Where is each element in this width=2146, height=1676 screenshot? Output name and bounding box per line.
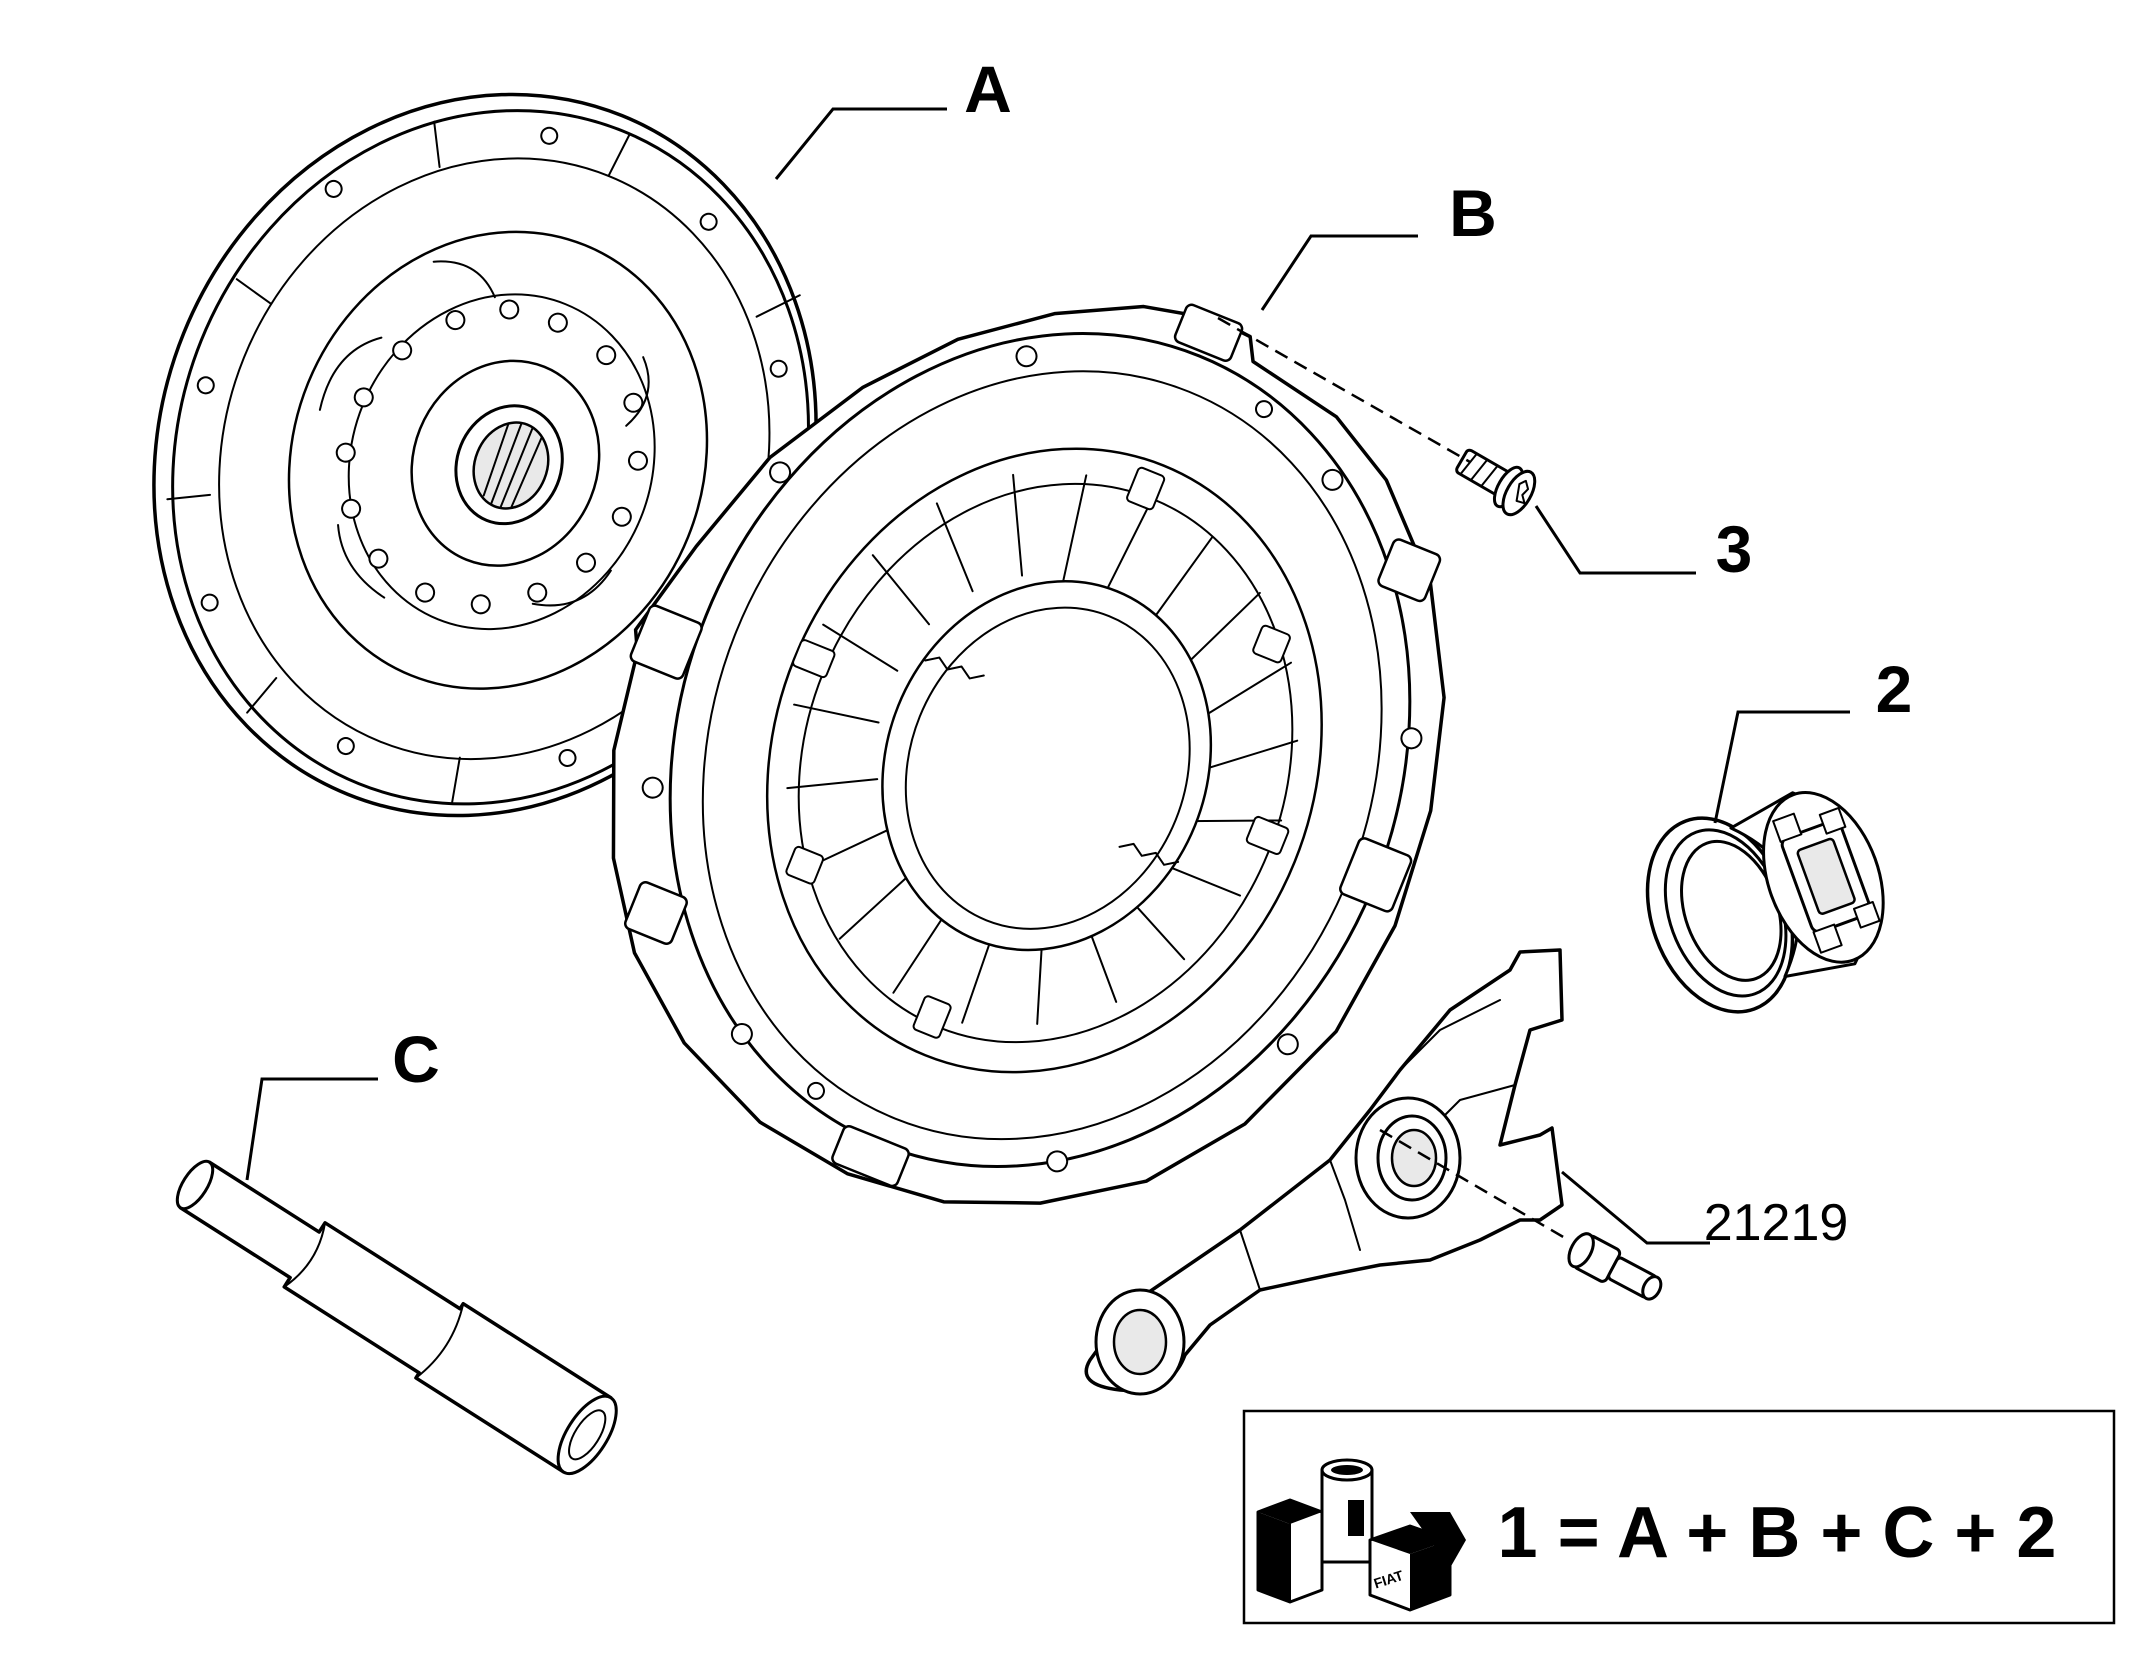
kit-box-icon: FIAT	[1256, 1458, 1466, 1612]
callout-a: A	[964, 52, 1012, 126]
release-bearing	[1645, 791, 1885, 1014]
fork-axis-line	[1379, 1128, 1566, 1240]
callout-b: B	[1449, 176, 1497, 250]
kit-formula-text: 1 = A + B + C + 2	[1498, 1493, 2057, 1573]
screw-axis-line	[1217, 316, 1471, 464]
callout-2: 2	[1876, 652, 1913, 726]
callout-3: 3	[1716, 512, 1753, 586]
clutch-disc	[152, 92, 818, 818]
part-number-label: 21219	[1704, 1194, 1849, 1252]
leader-lines	[245, 107, 1850, 1245]
release-fork	[1084, 948, 1663, 1396]
pressure-plate	[611, 303, 1446, 1205]
screw	[1455, 448, 1537, 517]
alignment-tool	[175, 1159, 618, 1475]
callout-c: C	[392, 1022, 440, 1096]
kit-formula-box: FIAT 1 = A + B + C + 2	[1242, 1409, 2116, 1625]
